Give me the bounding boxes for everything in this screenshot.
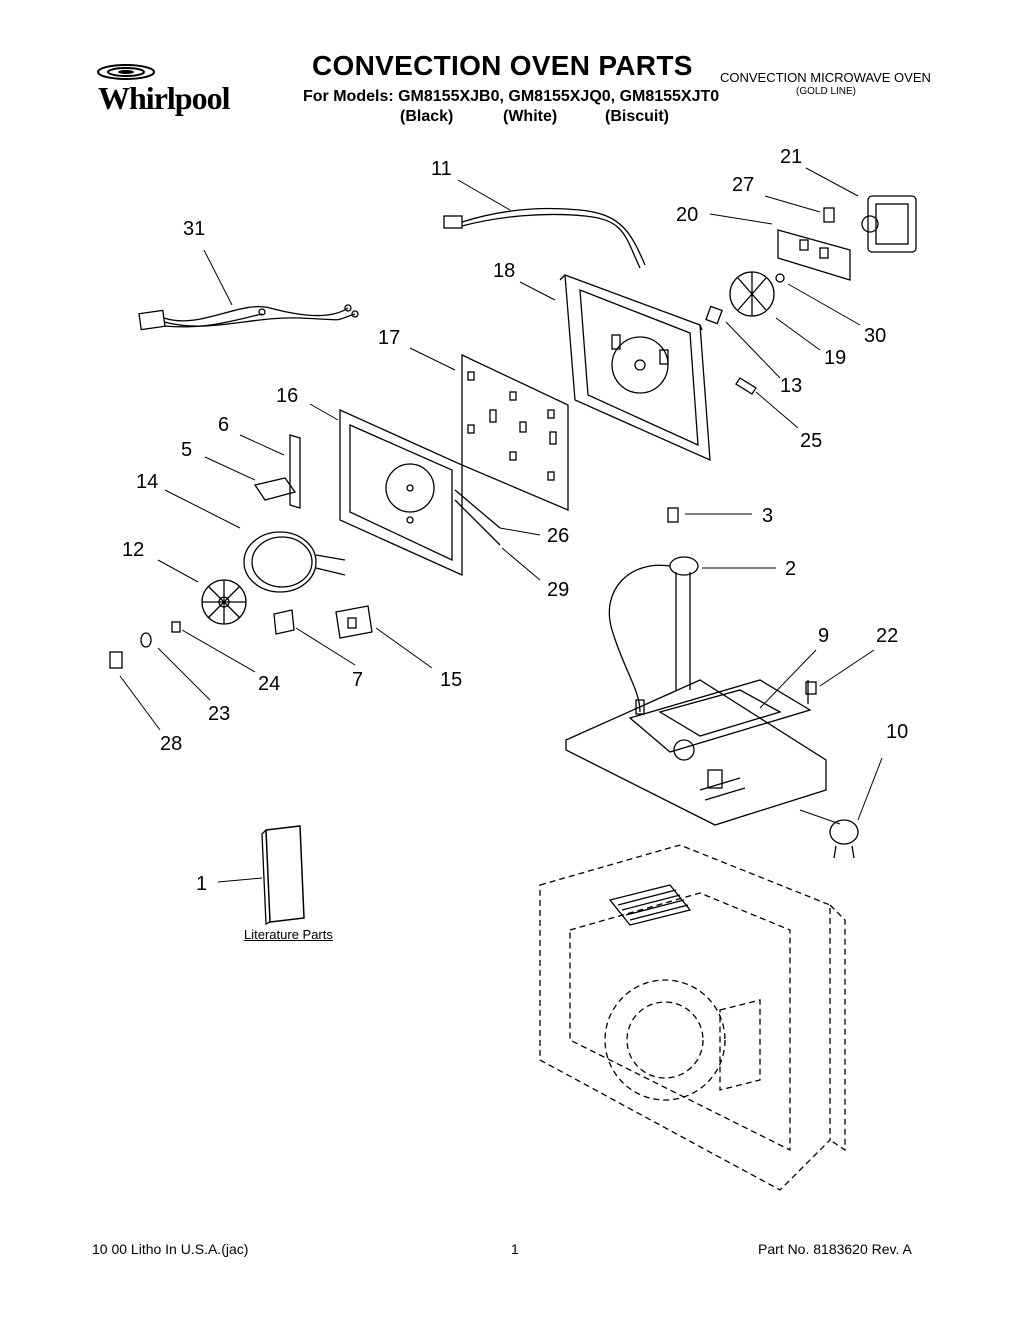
part-14-heater-element xyxy=(243,531,346,593)
callout-11: 11 xyxy=(431,158,452,180)
callout-16: 16 xyxy=(276,385,298,407)
part-1-literature xyxy=(261,825,305,926)
callout-31: 31 xyxy=(183,218,205,240)
callout-30: 30 xyxy=(864,325,886,347)
callout-22: 22 xyxy=(876,625,898,647)
part-17-insulation-plate xyxy=(461,353,569,511)
callout-24: 24 xyxy=(258,673,280,695)
part-11-wire xyxy=(443,207,646,269)
part-21-motor xyxy=(861,195,917,253)
part-3-screw xyxy=(667,507,679,523)
part-16-heater-box xyxy=(339,408,501,577)
footer-page-number: 1 xyxy=(511,1241,519,1257)
callout-13: 13 xyxy=(780,375,802,397)
color-black: (Black) xyxy=(400,108,454,125)
part-18-frame xyxy=(559,274,711,462)
callout-9: 9 xyxy=(818,625,829,647)
part-7-clip xyxy=(273,609,295,635)
callout-18: 18 xyxy=(493,260,515,282)
part-30-nut xyxy=(775,273,785,283)
callout-6: 6 xyxy=(218,414,229,436)
part-24-nut xyxy=(171,621,181,633)
callout-27: 27 xyxy=(732,174,754,196)
product-type: CONVECTION MICROWAVE OVEN xyxy=(720,70,931,85)
oven-cavity-reference xyxy=(539,844,846,1191)
callout-5: 5 xyxy=(181,439,192,461)
swirl-icon xyxy=(97,64,155,80)
part-31-wire-harness xyxy=(138,304,359,331)
models-line: For Models: GM8155XJB0, GM8155XJQ0, GM81… xyxy=(303,88,720,105)
callout-3: 3 xyxy=(762,505,773,527)
part-2-thermostat xyxy=(608,556,699,715)
part-6-bracket xyxy=(289,434,301,509)
page-title: CONVECTION OVEN PARTS xyxy=(312,50,693,81)
callout-21: 21 xyxy=(780,146,802,168)
footer-print-info: 10 00 Litho In U.S.A.(jac) xyxy=(92,1241,249,1257)
part-9-base-plate xyxy=(565,679,827,826)
color-biscuit: (Biscuit) xyxy=(605,108,669,125)
part-15-terminal-block xyxy=(335,605,373,639)
callout-29: 29 xyxy=(547,579,569,601)
oven-vent-grille xyxy=(608,884,692,926)
part-23-washer xyxy=(140,632,152,648)
part-28-spacer xyxy=(109,651,123,669)
part-13-spacer xyxy=(705,305,723,325)
callout-2: 2 xyxy=(785,558,796,580)
logo-wordmark: Whirlpool xyxy=(98,80,230,116)
whirlpool-logo: Whirlpool xyxy=(92,62,252,122)
part-20-motor-bracket xyxy=(777,229,851,281)
callout-23: 23 xyxy=(208,703,230,725)
part-22-screw xyxy=(805,681,817,695)
callout-7: 7 xyxy=(352,669,363,691)
callout-1: 1 xyxy=(196,873,207,895)
part-27-screw xyxy=(823,207,835,223)
part-12-fan-blade xyxy=(201,579,247,625)
callout-25: 25 xyxy=(800,430,822,452)
part-25-screw xyxy=(735,377,757,395)
color-white: (White) xyxy=(503,108,558,125)
callout-numbers: 31 11 18 17 16 6 5 14 12 24 23 28 7 15 2… xyxy=(122,146,908,895)
callout-10: 10 xyxy=(886,721,908,743)
part-5-sensor xyxy=(253,477,297,501)
product-line: (GOLD LINE) xyxy=(796,86,857,97)
part-19-cooling-fan xyxy=(729,271,775,317)
callout-26: 26 xyxy=(547,525,569,547)
callout-14: 14 xyxy=(136,471,158,493)
footer-part-number: Part No. 8183620 Rev. A xyxy=(758,1241,912,1257)
callout-17: 17 xyxy=(378,327,400,349)
callout-15: 15 xyxy=(440,669,462,691)
callout-19: 19 xyxy=(824,347,846,369)
leader-lines xyxy=(119,167,883,883)
literature-parts-label: Literature Parts xyxy=(244,927,333,942)
callout-28: 28 xyxy=(160,733,182,755)
callout-12: 12 xyxy=(122,539,144,561)
callout-20: 20 xyxy=(676,204,698,226)
part-10-cutout xyxy=(829,819,859,859)
